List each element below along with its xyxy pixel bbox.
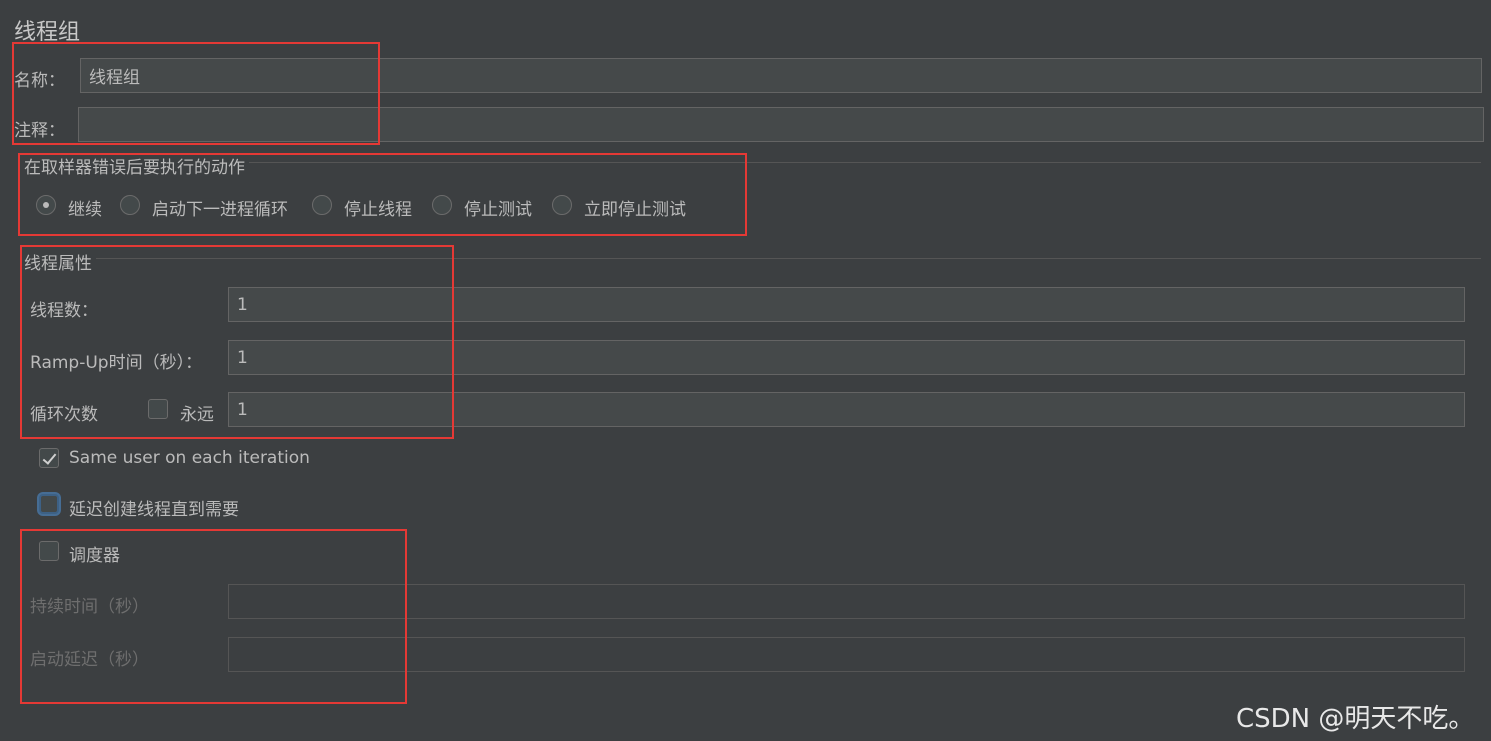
delay-create-label[interactable]: 延迟创建线程直到需要: [69, 500, 239, 520]
sampler-error-title: 在取样器错误后要执行的动作: [24, 153, 249, 178]
startup-delay-input[interactable]: [228, 637, 1465, 672]
rampup-label: Ramp-Up时间（秒）：: [30, 353, 203, 373]
delay-create-checkbox[interactable]: [39, 494, 59, 514]
scheduler-checkbox[interactable]: [39, 541, 59, 561]
name-input[interactable]: 线程组: [80, 58, 1482, 93]
startup-delay-label: 启动延迟（秒）: [30, 650, 149, 670]
checkmark-icon: [42, 450, 57, 465]
page-title: 线程组: [14, 20, 81, 45]
annotation-box-thread-props: [20, 245, 454, 439]
radio-stop-test-now-label[interactable]: 立即停止测试: [584, 200, 686, 220]
rampup-input[interactable]: 1: [228, 340, 1465, 375]
forever-checkbox[interactable]: [148, 399, 168, 419]
annotation-box-scheduler: [20, 529, 407, 704]
watermark: CSDN @明天不吃。: [1236, 704, 1475, 734]
radio-stop-test[interactable]: [432, 195, 452, 215]
comment-input[interactable]: [78, 107, 1484, 142]
duration-label: 持续时间（秒）: [30, 597, 149, 617]
radio-continue[interactable]: [36, 195, 56, 215]
scheduler-label[interactable]: 调度器: [69, 546, 120, 566]
forever-label[interactable]: 永远: [180, 405, 214, 425]
radio-stop-test-label[interactable]: 停止测试: [464, 200, 532, 220]
comment-label: 注释：: [14, 121, 65, 141]
radio-start-next-loop[interactable]: [120, 195, 140, 215]
radio-continue-label[interactable]: 继续: [68, 200, 102, 220]
name-label: 名称：: [14, 71, 65, 91]
same-user-checkbox[interactable]: [39, 448, 59, 468]
radio-stop-thread[interactable]: [312, 195, 332, 215]
thread-props-separator: [24, 258, 1481, 259]
same-user-label[interactable]: Same user on each iteration: [69, 448, 310, 468]
annotation-box-sampler-error: [18, 153, 747, 236]
threads-input[interactable]: 1: [228, 287, 1465, 322]
radio-stop-thread-label[interactable]: 停止线程: [344, 200, 412, 220]
loop-count-input[interactable]: 1: [228, 392, 1465, 427]
thread-props-title: 线程属性: [24, 249, 96, 274]
radio-stop-test-now[interactable]: [552, 195, 572, 215]
sampler-error-separator: [24, 162, 1481, 163]
annotation-box-name-comment: [12, 42, 380, 145]
loop-label: 循环次数: [30, 405, 98, 425]
threads-label: 线程数：: [30, 301, 98, 321]
radio-start-next-loop-label[interactable]: 启动下一进程循环: [152, 200, 288, 220]
duration-input[interactable]: [228, 584, 1465, 619]
